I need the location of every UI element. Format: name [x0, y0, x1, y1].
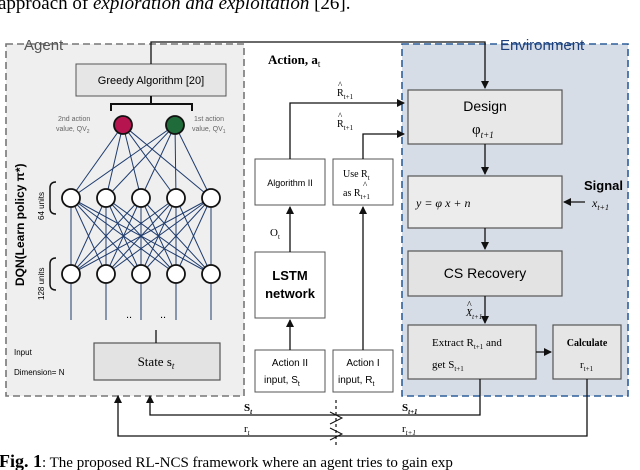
hidden-node-128 [61, 264, 81, 284]
network-connections [70, 124, 212, 320]
algorithm-2-label: Algorithm II [267, 178, 313, 188]
network-edge [140, 124, 176, 199]
cs-recovery-box [407, 250, 563, 297]
extract-line1: Extract Rt+1 and [432, 337, 502, 351]
design-label: Design [463, 98, 507, 114]
action2-label-line1: 2nd action [58, 116, 90, 123]
network-edge [174, 124, 212, 199]
output-node-action2 [113, 115, 133, 135]
x-hat-label: Xt+1 [465, 308, 482, 321]
environment-title: Environment [500, 37, 585, 54]
input-label: Input [14, 348, 33, 357]
hidden-node-64 [201, 188, 221, 208]
dqn-label: DQN(Learn policy π*) [13, 163, 27, 286]
signal-var: xt+1 [591, 196, 609, 212]
r-t1-label: rt+1 [402, 423, 416, 437]
s-t-label: St [244, 402, 253, 416]
brace-64 [49, 181, 57, 215]
action1-label-line2: value, QV1 [192, 126, 226, 135]
hidden-node-128 [131, 264, 151, 284]
network-edge [70, 197, 107, 275]
network-edge [140, 197, 212, 275]
agent-panel [5, 43, 245, 397]
equation-text: y = φ x + n [415, 196, 471, 210]
state-box [93, 342, 221, 381]
network-edge [70, 197, 142, 275]
s-t1-label: St+1 [402, 402, 418, 416]
use-r-line2: as Rt+1 [343, 188, 370, 201]
calculate-label: Calculate [567, 338, 608, 349]
r-hat-a-label: Rt+1 [337, 88, 354, 101]
agent-title: Agent [24, 37, 64, 54]
algorithm-2-box [254, 158, 326, 206]
state-label: State st [138, 354, 175, 371]
r-t-label: rt [244, 423, 251, 437]
r-hat-b-caret: ^ [338, 111, 343, 121]
action2-label-line2: value, QV2 [56, 126, 90, 135]
network-edge [105, 197, 212, 275]
action-2-input-line2: input, St [264, 375, 300, 388]
x-hat-caret: ^ [467, 300, 472, 311]
network-nodes [61, 115, 221, 284]
equation-box [407, 175, 563, 229]
network-edge [122, 124, 212, 199]
time-chevron-1 [329, 411, 344, 425]
hidden-node-128 [96, 264, 116, 284]
network-edge [70, 124, 124, 199]
network-edge [122, 124, 177, 199]
lstm-label-line2: network [265, 286, 316, 301]
units-128-label: 128 units [37, 268, 46, 300]
phi-label: φt+1 [472, 122, 494, 140]
greedy-algorithm-box [75, 63, 227, 97]
hidden-node-128 [201, 264, 221, 284]
top-text-line: approach of exploration and exploitation… [0, 0, 350, 14]
ellipsis-left: .. [126, 309, 132, 321]
design-box [407, 89, 563, 145]
extract-line2: get St+1 [432, 359, 464, 373]
lstm-box [254, 251, 326, 319]
brace-128 [49, 257, 57, 291]
extract-box [407, 324, 537, 380]
network-edge [174, 124, 177, 199]
time-chevron-2 [329, 427, 344, 441]
network-edge [105, 124, 124, 199]
action1-label-line1: 1st action [194, 116, 224, 123]
use-r-line1: Use Rt [343, 169, 370, 182]
dimension-label: Dimension= N [14, 368, 65, 377]
signal-label: Signal [584, 178, 623, 193]
units-64-label: 64 units [37, 192, 46, 220]
action-2-input-box [254, 349, 326, 393]
r-hat-b-label: Rt+1 [337, 119, 354, 132]
network-edge [175, 197, 212, 275]
hidden-node-128 [166, 264, 186, 284]
action-title: Action, at [268, 52, 321, 69]
output-node-action1 [165, 115, 185, 135]
network-edge [105, 124, 176, 199]
figure-caption: Fig. 1: The proposed RL-NCS framework wh… [0, 451, 453, 470]
connector-lines [114, 41, 588, 437]
hidden-node-64 [96, 188, 116, 208]
network-edge [70, 124, 176, 199]
network-edge [70, 197, 177, 275]
action-1-input-line1: Action I [346, 358, 379, 369]
action-1-input-box [332, 349, 394, 393]
action-1-input-line2: input, Rt [338, 375, 374, 388]
calculate-r: rt+1 [580, 359, 594, 373]
network-edge [70, 197, 212, 275]
use-r-caret: ^ [363, 180, 368, 190]
lstm-label-line1: LSTM [272, 268, 307, 283]
hidden-node-64 [61, 188, 81, 208]
use-r-box [332, 158, 394, 206]
cs-recovery-label: CS Recovery [444, 265, 526, 281]
hidden-node-64 [166, 188, 186, 208]
ellipsis-right: .. [160, 309, 166, 321]
r-hat-a-caret: ^ [338, 80, 343, 90]
o-label: Ot [270, 227, 280, 241]
hidden-node-64 [131, 188, 151, 208]
network-edge [122, 124, 142, 199]
greedy-algorithm-label: Greedy Algorithm [20] [98, 75, 204, 87]
action-2-input-line1: Action II [272, 358, 308, 369]
